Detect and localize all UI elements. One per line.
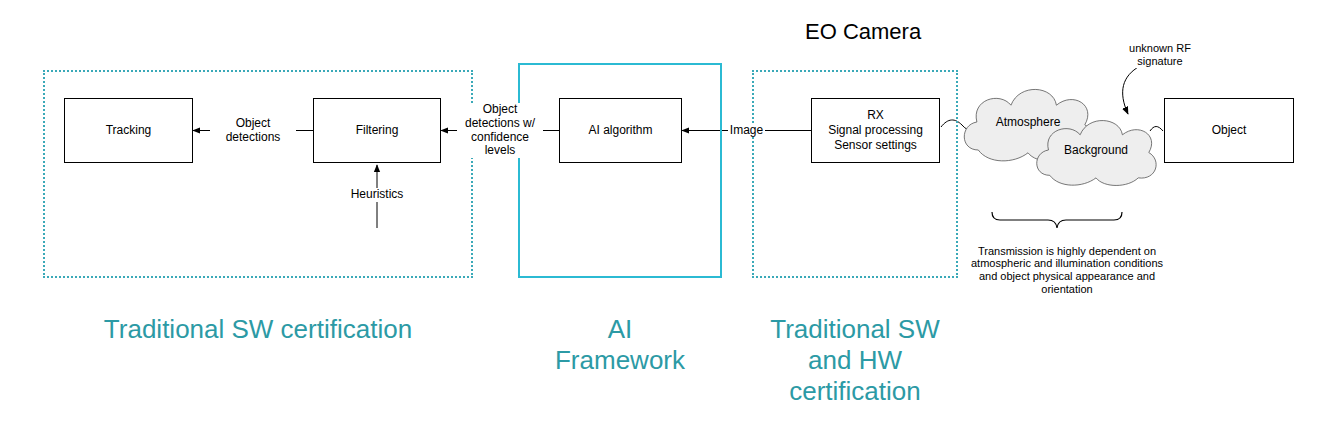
- annotation-note: unknown RF signature: [1113, 42, 1207, 67]
- process-box: AI algorithm: [559, 98, 682, 163]
- edge-label: Object detections w/ confidence levels: [457, 103, 543, 158]
- box-text: Filtering: [356, 123, 399, 138]
- certification-region: Traditional SW certificationTrackingFilt…: [43, 70, 473, 278]
- diagram-title: EO Camera: [805, 19, 921, 45]
- box-text: Tracking: [106, 123, 152, 138]
- brace: [992, 212, 1122, 228]
- signal-wave: [1150, 127, 1163, 132]
- region-caption: Traditional SW and HW certification: [768, 314, 943, 408]
- box-text: Sensor settings: [834, 138, 917, 153]
- annotation-note: Transmission is highly dependent on atmo…: [965, 245, 1169, 296]
- box-text: Signal processing: [828, 123, 923, 138]
- cloud-shape: Background: [1030, 112, 1162, 188]
- region-caption: AI Framework: [545, 314, 695, 376]
- rf-pointer: [1123, 66, 1140, 114]
- box-text: RX: [867, 108, 884, 123]
- process-box: Tracking: [64, 98, 193, 163]
- cloud-text: Atmosphere: [996, 115, 1061, 129]
- input-label: Heuristics: [349, 188, 406, 202]
- framework-region: AI FrameworkAI algorithm: [518, 63, 722, 278]
- certification-region: Traditional SW and HW certificationRXSig…: [752, 70, 958, 278]
- process-box: Object: [1164, 98, 1294, 163]
- box-text: Object: [1212, 123, 1247, 138]
- cloud-text: Background: [1064, 143, 1128, 157]
- edge-label: Object detections: [210, 117, 296, 145]
- process-box: Filtering: [313, 98, 441, 163]
- box-text: AI algorithm: [588, 123, 652, 138]
- process-box: RXSignal processingSensor settings: [811, 98, 940, 163]
- edge-label: Image: [728, 124, 765, 138]
- region-caption: Traditional SW certification: [104, 314, 412, 345]
- cloud-path: [1037, 121, 1156, 186]
